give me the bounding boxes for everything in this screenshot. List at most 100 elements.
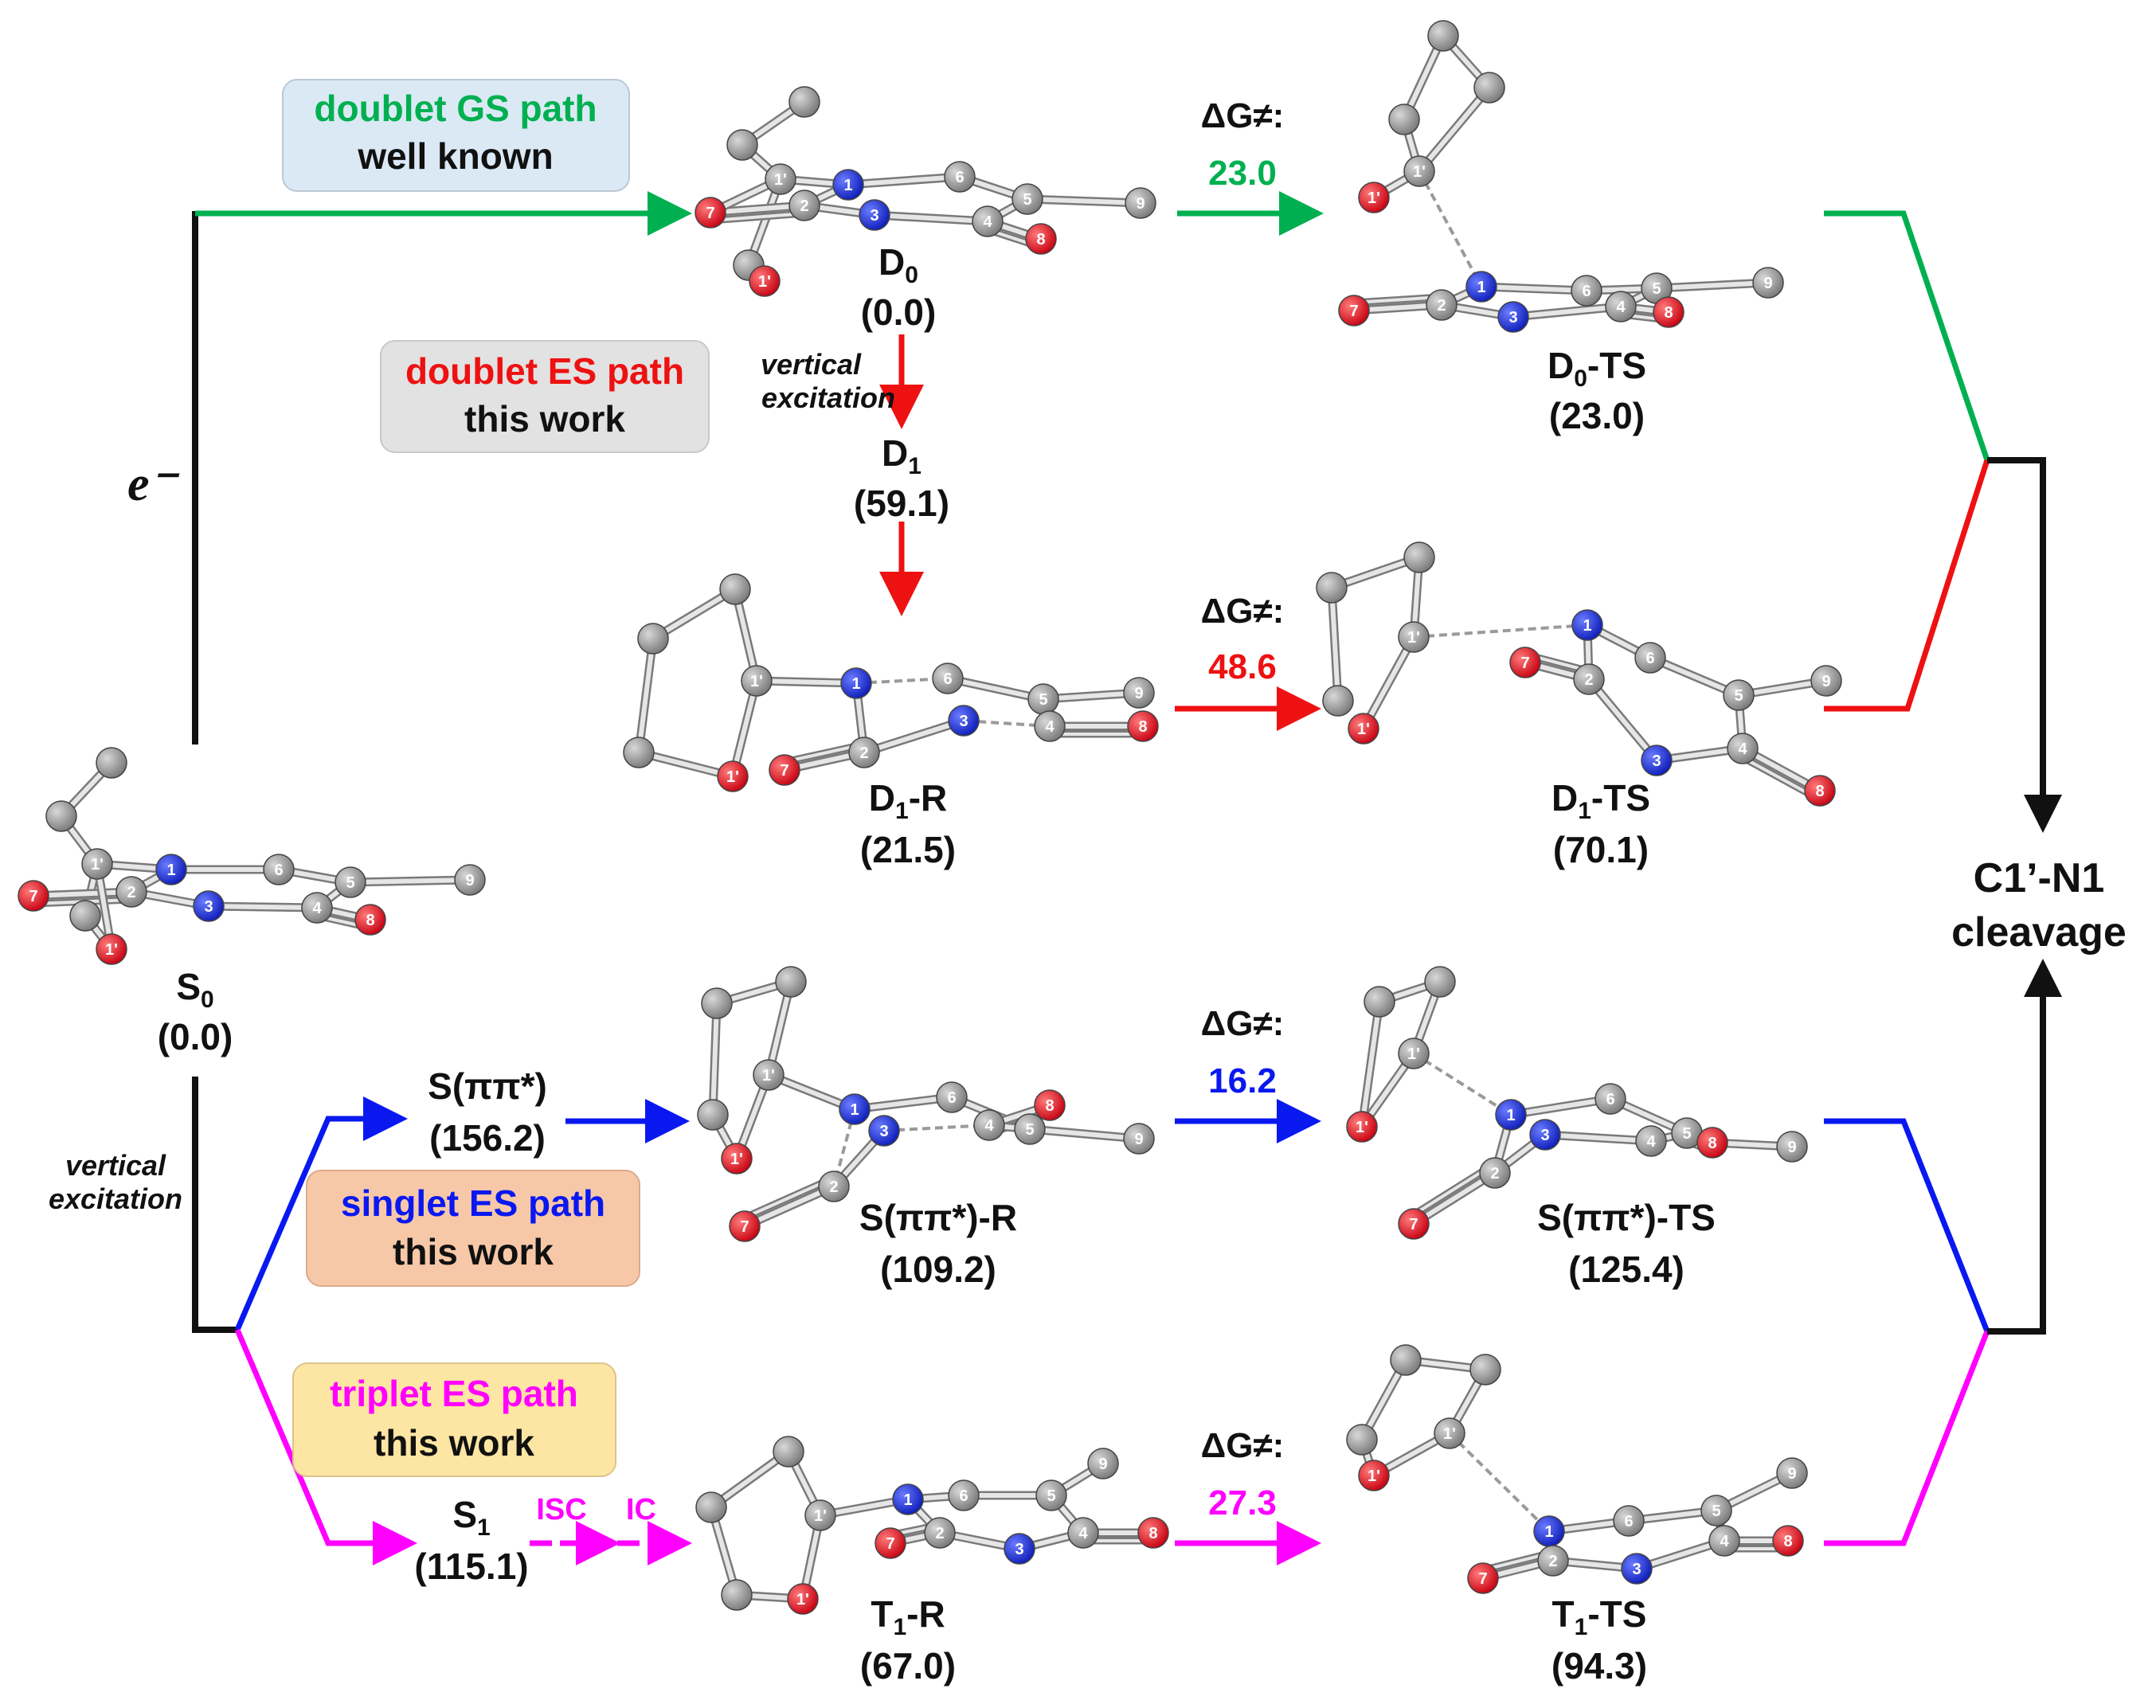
carbon-atom: [1388, 104, 1420, 135]
atom-number-label: 1': [750, 673, 763, 690]
carbon-atom: [1571, 275, 1602, 307]
carbon-atom: [1776, 1457, 1808, 1489]
bond-highlight: [1648, 655, 1741, 698]
hydrogen-bond-line: [1448, 1432, 1551, 1533]
oxygen-atom: [1346, 1111, 1378, 1143]
svg-text:D0-TS: D0-TS: [1548, 345, 1646, 392]
doublet-gs-subtitle: well known: [357, 135, 553, 177]
barrier-doublet-gs: 23.0: [1208, 154, 1277, 193]
atom-number-label: 5: [1734, 687, 1743, 705]
svg-text:D0: D0: [878, 241, 918, 288]
oxygen-atom: [1034, 1089, 1066, 1121]
carbon-atom: [775, 966, 807, 998]
state-d0-ts: D0-TS (23.0): [1548, 345, 1646, 436]
carbon-atom: [1035, 1479, 1067, 1511]
oxygen-atom: [721, 1143, 753, 1174]
atom-number-label: 6: [1645, 650, 1654, 667]
carbon-atom: [1424, 966, 1456, 998]
carbon-atom: [1123, 677, 1155, 709]
hydrogen-bond-line: [883, 1124, 990, 1132]
atom-number-label: 1: [1506, 1107, 1515, 1124]
carbon-atom: [1346, 1424, 1378, 1456]
atom-number-label: 9: [1098, 1456, 1107, 1473]
atom-number-label: 4: [983, 213, 992, 231]
bond-highlight: [636, 750, 735, 779]
oxygen-atom: [1509, 647, 1541, 678]
atom-number-label: 6: [959, 1487, 968, 1505]
svg-text:(21.5): (21.5): [860, 829, 956, 870]
carbon-atom: [1322, 685, 1354, 717]
state-d1: D1 (59.1): [854, 432, 949, 524]
atom-number-label: 1': [758, 273, 771, 291]
atom-number-label: 6: [947, 1089, 956, 1107]
vertical-excitation-label-top-1: vertical: [761, 348, 862, 381]
double-bond-highlight: [1737, 753, 1818, 799]
bond-highlight: [1411, 1171, 1497, 1226]
atom-number-label: 2: [935, 1525, 944, 1542]
atom-number-label: 3: [959, 713, 968, 730]
atom-number-label: 3: [204, 898, 213, 916]
double-bond-highlight: [709, 211, 807, 222]
barrier-singlet-es: 16.2: [1208, 1061, 1277, 1100]
atom-number-label: 1': [1356, 1119, 1368, 1136]
excitation-line: [192, 1077, 239, 1333]
nitrogen-atom: [868, 1115, 900, 1147]
atom-number-label: 1': [1368, 1468, 1380, 1485]
carbon-atom: [1776, 1131, 1808, 1163]
state-d0: D0 (0.0): [861, 241, 937, 333]
nitrogen-atom: [832, 169, 864, 201]
atom-number-label: 4: [1616, 299, 1626, 316]
bond-highlight: [348, 877, 472, 885]
carbon-atom: [81, 848, 113, 880]
atom-number-label: 1': [1357, 721, 1370, 738]
bond-highlight: [709, 1449, 791, 1510]
magenta-exit-line: [1824, 1330, 1990, 1546]
oxygen-atom: [1467, 1562, 1499, 1594]
atom-number-label: 2: [800, 197, 808, 215]
atom-number-label: 1': [1368, 190, 1380, 207]
svg-text:S(ππ*): S(ππ*): [428, 1065, 547, 1107]
hydrogen-bond-line: [1413, 623, 1588, 639]
carbon-atom: [96, 747, 127, 779]
carbon-atom: [932, 662, 964, 694]
atom-number-label: 4: [1738, 741, 1747, 758]
svg-text:(67.0): (67.0): [860, 1645, 956, 1687]
atom-number-label: 9: [1136, 195, 1145, 213]
carbon-atom: [944, 161, 976, 193]
carbon-atom: [1479, 1157, 1511, 1189]
carbon-atom: [1573, 663, 1605, 695]
atom-number-label: 1': [762, 1067, 775, 1085]
carbon-atom: [936, 1081, 968, 1113]
svg-text:T1-R: T1-R: [871, 1593, 945, 1640]
double-bond-highlight: [1407, 1164, 1493, 1219]
atom-number-label: 9: [1134, 1131, 1143, 1148]
svg-text:(125.4): (125.4): [1568, 1249, 1684, 1290]
double-bond-highlight: [1352, 295, 1443, 305]
atom-number-label: 5: [1023, 191, 1031, 209]
atom-number-label: 5: [1039, 691, 1047, 709]
doublet-gs-title: doublet GS path: [314, 88, 597, 129]
double-bond-highlight: [739, 1177, 832, 1221]
bond-highlight: [852, 1095, 954, 1112]
atom-number-label: 9: [1763, 275, 1772, 292]
atom-number-label: 8: [1138, 718, 1147, 736]
carbon-atom: [701, 987, 733, 1019]
triplet-es-subtitle: this work: [374, 1422, 534, 1464]
nitrogen-atom: [839, 1093, 871, 1125]
atom-number-label: 6: [1606, 1091, 1614, 1108]
atom-number-label: 5: [1712, 1503, 1720, 1520]
atom-number-label: 8: [366, 912, 374, 929]
svg-text:S(ππ*)-TS: S(ππ*)-TS: [1537, 1197, 1716, 1238]
dg-label-doublet-gs: ΔG≠:: [1201, 96, 1285, 135]
nitrogen-atom: [1621, 1553, 1653, 1585]
nitrogen-atom: [840, 667, 872, 699]
carbon-atom: [1403, 155, 1435, 187]
barrier-triplet-es: 27.3: [1208, 1483, 1277, 1522]
oxygen-atom: [695, 197, 726, 229]
carbon-atom: [45, 800, 77, 832]
atom-number-label: 4: [1078, 1525, 1088, 1542]
bond-highlight: [710, 1001, 719, 1117]
singlet-es-box: singlet ES path this work: [306, 1170, 640, 1287]
